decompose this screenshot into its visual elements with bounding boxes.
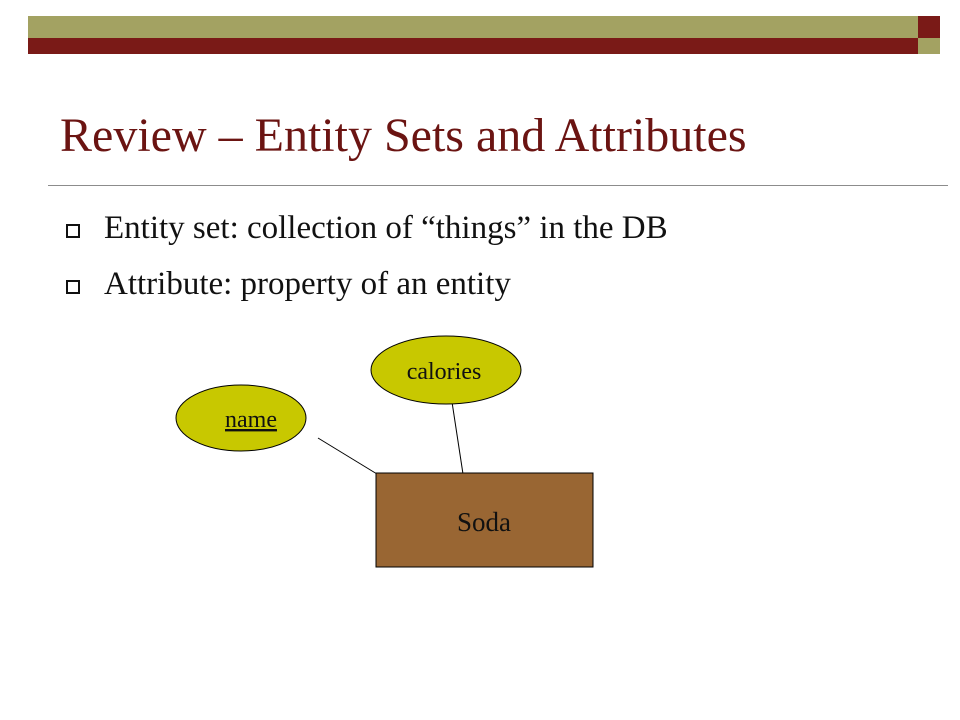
attribute-name-label: name — [225, 407, 277, 433]
attribute-calories — [370, 335, 522, 405]
header-square-olive — [918, 38, 940, 54]
bullet-text: Attribute: property of an entity — [104, 266, 511, 302]
bullet-item: Attribute: property of an entity — [60, 256, 668, 312]
square-bullet-icon — [66, 224, 80, 238]
entity-soda — [375, 472, 594, 568]
header-square-maroon — [918, 16, 940, 38]
header-bar-maroon — [28, 38, 918, 54]
title-divider — [48, 185, 948, 186]
attribute-calories-label: calories — [407, 359, 482, 385]
slide-title: Review – Entity Sets and Attributes — [60, 109, 747, 162]
bullet-list: Entity set: collection of “things” in th… — [60, 200, 668, 312]
header-bar-olive — [28, 16, 918, 38]
square-bullet-icon — [66, 280, 80, 294]
entity-label: Soda — [457, 507, 511, 537]
calories-connector — [451, 401, 464, 475]
bullet-text: Entity set: collection of “things” in th… — [104, 210, 668, 246]
bullet-item: Entity set: collection of “things” in th… — [60, 200, 668, 256]
name-connector — [317, 437, 378, 475]
attribute-name — [175, 384, 307, 452]
